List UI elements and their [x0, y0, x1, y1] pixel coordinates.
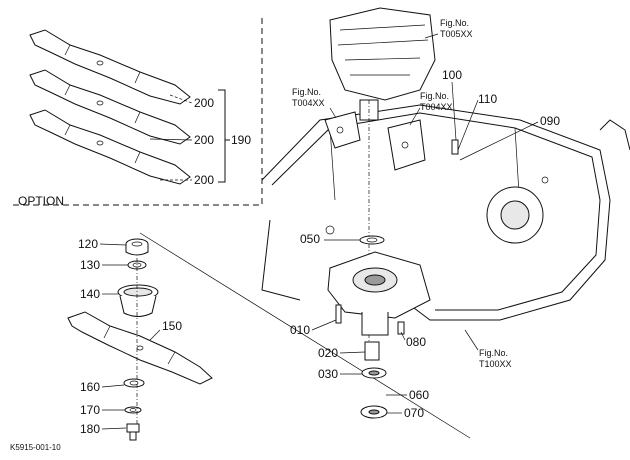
- label-110: 110: [478, 92, 497, 106]
- label-020: 020: [318, 346, 338, 360]
- blade-callout-1: 200: [194, 96, 214, 110]
- label-100: 100: [442, 68, 462, 82]
- label-090: 090: [540, 114, 560, 128]
- fig-ref-t004b-line1: Fig.No.: [420, 91, 449, 101]
- blade-callout-2: 200: [194, 133, 214, 147]
- bolt-010: [335, 304, 342, 324]
- washer-160: [123, 378, 145, 388]
- washer-170: [124, 406, 142, 414]
- diagram-code: K5915-001-10: [10, 443, 61, 452]
- blade-group-label: 190: [231, 133, 251, 147]
- bracket-right: [387, 119, 426, 171]
- label-030: 030: [318, 367, 338, 381]
- section-divider: [139, 232, 471, 439]
- bolt-080: [397, 321, 405, 335]
- label-060: 060: [409, 388, 429, 402]
- fig-ref-t100-line2: T100XX: [479, 359, 512, 369]
- label-120: 120: [78, 237, 98, 251]
- spindle-housing: [327, 251, 431, 336]
- fig-ref-t004a-line2: T004XX: [292, 98, 325, 108]
- label-180: 180: [80, 422, 100, 436]
- bearing-030: [361, 367, 387, 379]
- label-070: 070: [404, 406, 424, 420]
- option-blade-3: [29, 109, 191, 185]
- label-080: 080: [406, 335, 426, 349]
- option-divider: [10, 18, 263, 206]
- fig-ref-t004b-line2: T004XX: [420, 102, 453, 112]
- label-160: 160: [80, 380, 100, 394]
- label-140: 140: [80, 287, 100, 301]
- collar-050: [359, 235, 385, 245]
- bearing-070: [360, 405, 388, 419]
- fig-ref-t004a-line1: Fig.No.: [292, 87, 321, 97]
- fig-ref-t005-line1: Fig.No.: [440, 18, 469, 28]
- mower-deck: [261, 104, 630, 321]
- fig-ref-t100-line1: Fig.No.: [479, 348, 508, 358]
- bolt-180: [126, 423, 140, 441]
- pulley-120: [125, 238, 149, 256]
- blade-group-bracket: [218, 89, 226, 183]
- label-150: 150: [162, 319, 182, 333]
- label-170: 170: [80, 403, 100, 417]
- blade-150: [67, 311, 213, 385]
- spacer-020: [364, 341, 380, 361]
- fig-ref-t005-line2: T005XX: [440, 29, 473, 39]
- cup-140: [117, 284, 159, 317]
- blade-callout-3: 200: [194, 173, 214, 187]
- option-label: OPTION: [18, 194, 64, 208]
- label-050: 050: [300, 232, 320, 246]
- bolt-100: [451, 139, 459, 155]
- bracket-left: [324, 111, 361, 149]
- option-blade-2: [29, 69, 191, 145]
- label-130: 130: [80, 258, 100, 272]
- label-010: 010: [290, 323, 310, 337]
